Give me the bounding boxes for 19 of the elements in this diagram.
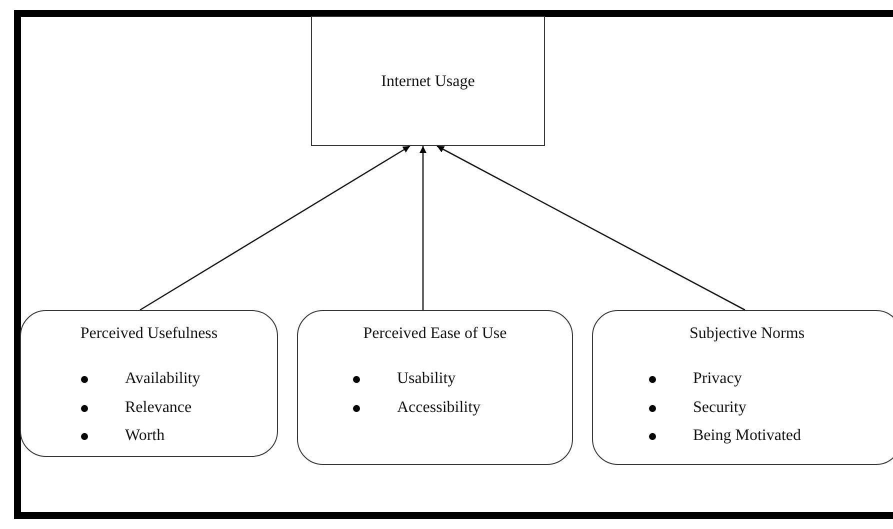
bullet-item: Usability	[353, 365, 481, 394]
box-title: Perceived Usefulness	[79, 325, 219, 343]
bullet-item: Privacy	[649, 365, 801, 394]
bullet-item: Worth	[81, 422, 200, 450]
factor-box	[20, 310, 278, 457]
bullet-item: Being Motivated	[649, 422, 801, 450]
bullet-item: Accessibility	[353, 394, 481, 422]
box-title: Internet Usage	[380, 73, 476, 91]
outcome-box	[311, 16, 545, 146]
bullet-item: Relevance	[81, 394, 200, 422]
arrow	[436, 145, 746, 311]
arrow	[140, 145, 410, 311]
factor-box	[297, 310, 573, 465]
bullet-item: Availability	[81, 365, 200, 394]
bullet-item: Security	[649, 394, 801, 422]
factor-box	[592, 310, 893, 465]
arrow	[420, 146, 426, 310]
box-title: Subjective Norms	[688, 325, 806, 343]
box-title: Perceived Ease of Use	[362, 325, 508, 343]
